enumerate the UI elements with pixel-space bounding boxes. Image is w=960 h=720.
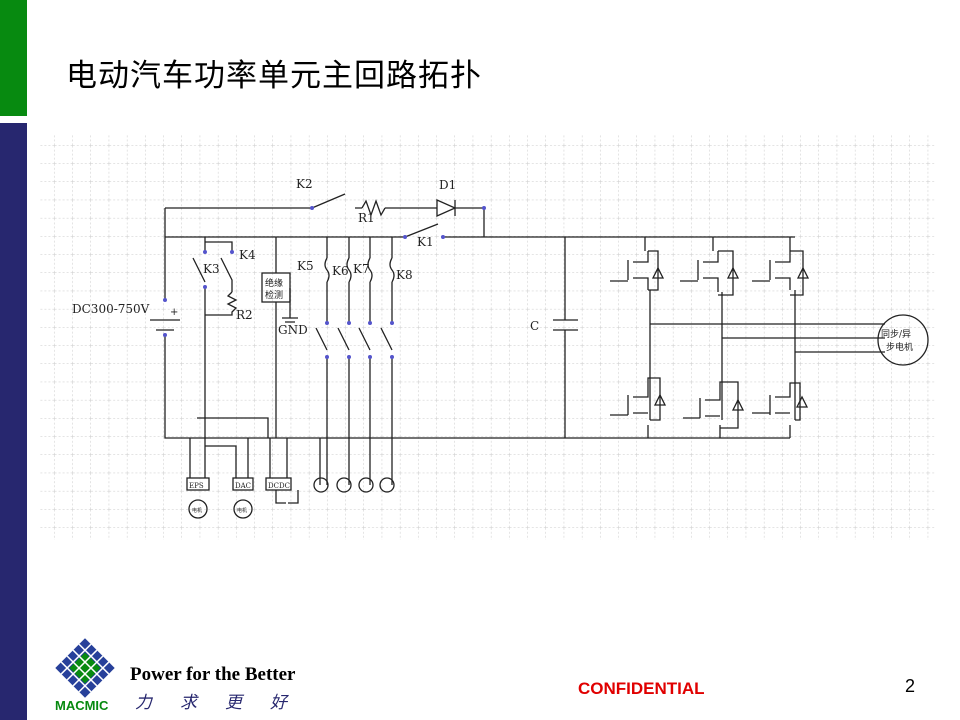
plus-sign: + — [170, 307, 178, 318]
battery — [150, 319, 180, 331]
macmic-logo — [55, 638, 115, 698]
igbt-lower — [610, 377, 809, 429]
label-k1: K1 — [417, 235, 434, 249]
label-k6: K6 — [332, 264, 349, 278]
label-capacitor: C — [530, 319, 539, 333]
label-k8: K8 — [396, 268, 413, 282]
connection-markers — [163, 206, 486, 359]
label-r2: R2 — [236, 308, 253, 322]
motor-label-2: 步电机 — [886, 341, 913, 353]
label-gnd: GND — [278, 323, 308, 337]
label-k2: K2 — [296, 177, 313, 191]
load-motor-2: 电机 — [237, 507, 247, 514]
motor-symbol — [877, 314, 929, 366]
green-accent-bar — [0, 0, 27, 116]
label-d1: D1 — [439, 178, 456, 192]
page-title: 电动汽车功率单元主回路拓扑 — [66, 58, 482, 94]
diode-d1 — [436, 198, 457, 218]
insulation-label-2: 检测 — [265, 289, 283, 301]
resistor-r1 — [361, 199, 386, 217]
label-k3: K3 — [203, 262, 220, 276]
label-k4: K4 — [239, 248, 256, 262]
load-eps: EPS — [189, 482, 204, 490]
motor-label-1: 同步/异 — [881, 329, 911, 340]
brand-name: MACMIC — [55, 698, 109, 713]
load-motor-1: 电机 — [192, 507, 202, 514]
slogan: Power for the Better — [130, 664, 296, 685]
wires — [150, 193, 929, 519]
page-number: 2 — [905, 676, 916, 696]
slogan-chinese: 力求更好 — [135, 693, 315, 713]
load-dac: DAC — [235, 482, 251, 490]
igbt-upper — [610, 250, 810, 296]
insulation-label-1: 绝缘 — [265, 277, 283, 289]
label-k5: K5 — [297, 259, 314, 273]
navy-accent-bar — [0, 123, 27, 720]
load-dcdc: DCDC — [268, 482, 290, 490]
label-r1: R1 — [358, 211, 375, 225]
source-label: DC300-750V — [72, 302, 150, 316]
confidential-label: CONFIDENTIAL — [578, 679, 705, 698]
label-k7: K7 — [353, 262, 370, 276]
